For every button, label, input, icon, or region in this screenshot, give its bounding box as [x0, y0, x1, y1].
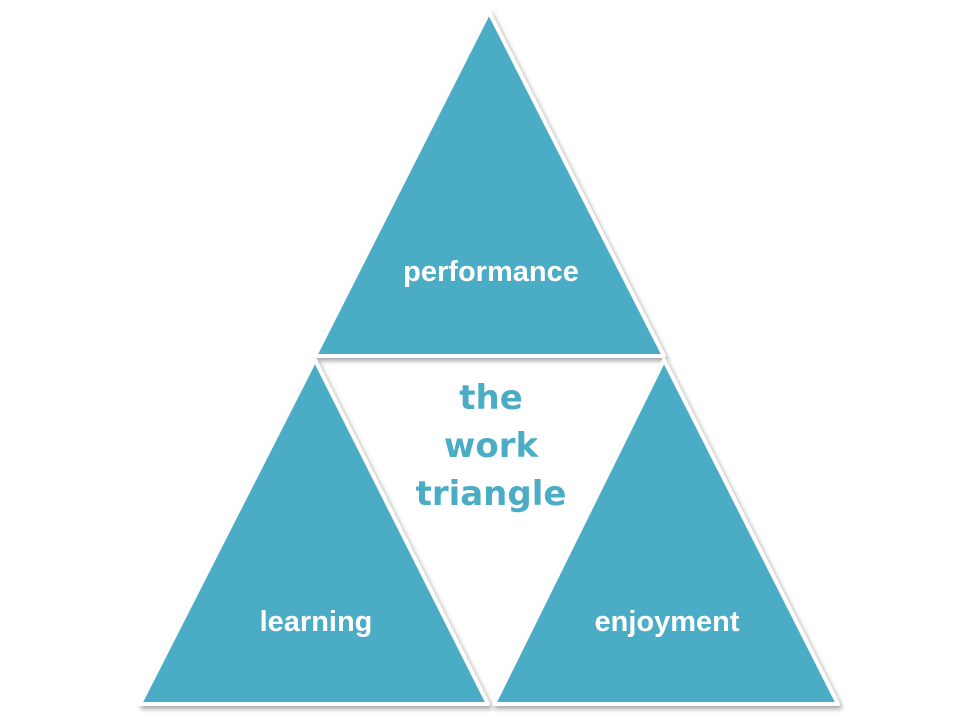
center-title-line-3: triangle — [416, 474, 567, 514]
label-performance: performance — [403, 256, 579, 288]
triangle-top — [313, 10, 666, 358]
label-enjoyment: enjoyment — [594, 606, 739, 638]
label-learning: learning — [260, 606, 373, 638]
center-title-line-2: work — [444, 426, 540, 466]
triangle-right — [492, 358, 840, 706]
triangle-left — [138, 358, 490, 706]
center-title-line-1: the — [459, 378, 523, 418]
